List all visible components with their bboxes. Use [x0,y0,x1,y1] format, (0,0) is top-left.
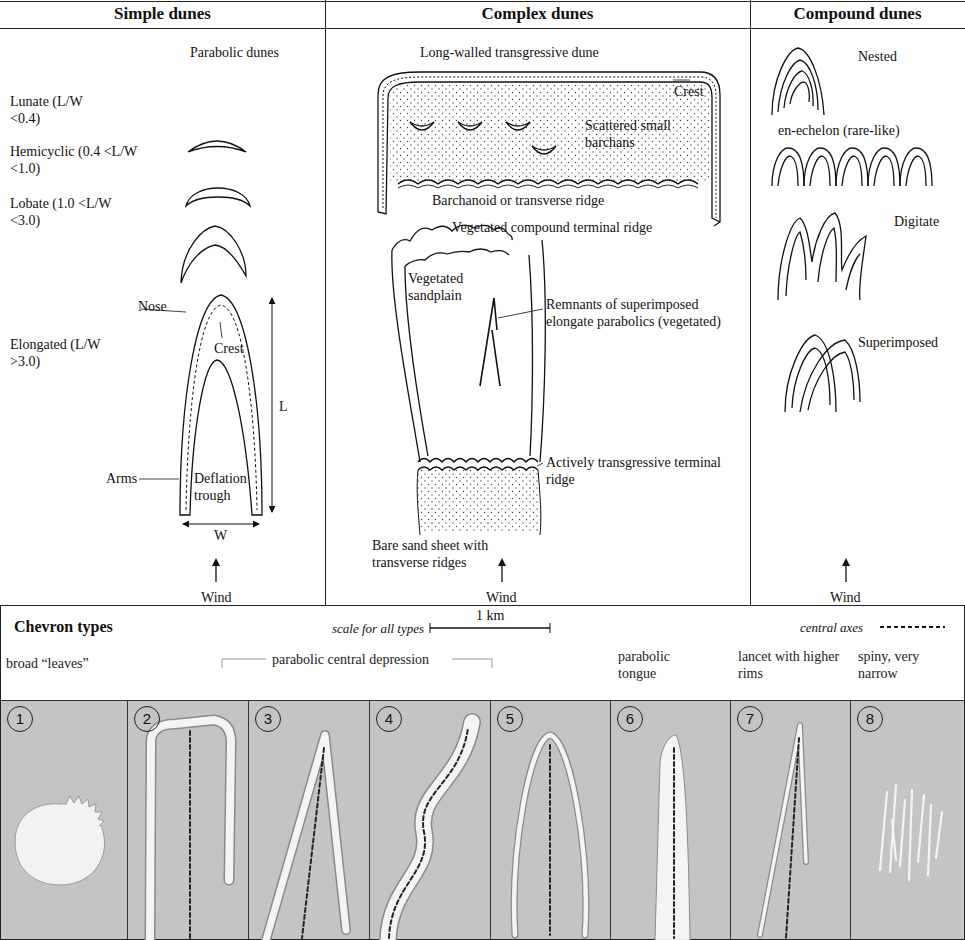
chevron-cell: 3 [248,700,369,940]
column-heading: Complex dunes [482,4,594,24]
callout-number: 3 [255,706,281,732]
part-label: Deflation trough [194,470,264,504]
chevron-cell: 5 [490,700,610,940]
dimension-label: L [279,398,288,415]
part-label: Actively transgressive terminal ridge [546,454,741,488]
chevron-cell: 7 [730,700,850,940]
type-label: Nested [858,48,897,65]
column-panel: Compound dunes [750,0,965,605]
type-label: Lobate (1.0 <L/W <3.0) [10,195,142,229]
callout-number: 8 [857,706,883,732]
type-label: en-echelon (rare-like) [778,122,900,139]
scale-label: scale for all types [332,620,424,637]
column-heading: Compound dunes [793,4,921,24]
type-label: Elongated (L/W >3.0) [10,336,120,370]
legend-text: central axes [800,619,863,636]
callout-number: 1 [7,706,33,732]
type-label: Hemicyclic (0.4 <L/W <1.0) [10,143,142,177]
callout-number: 6 [617,706,643,732]
callout-number: 5 [497,706,523,732]
type-label: Digitate [894,213,939,230]
part-label: Nose [138,298,167,315]
part-label: Arms [106,470,137,487]
panel-title: Chevron types [14,617,113,637]
wind-label: Wind [830,589,861,606]
group-label: broad “leaves” [6,655,89,672]
part-label: Remnants of superimposed elongate parabo… [546,296,741,330]
subtitle: Parabolic dunes [190,44,279,61]
chevron-cell: 8 [850,700,965,940]
dimension-label: W [214,527,227,544]
chevron-cell: 4 [369,700,490,940]
group-label: spiny, very narrow [858,648,958,682]
part-label: Crest [214,340,244,357]
part-label: Vegetated compound terminal ridge [452,219,652,236]
column-heading: Simple dunes [114,4,211,24]
group-label: lancet with higher rims [738,648,846,682]
chevron-cell: 1 [0,700,127,940]
part-label: Vegetated sandplain [408,270,498,304]
subtitle: Long-walled transgressive dune [420,44,599,61]
group-label: parabolic central depression [272,651,429,668]
callout-number: 2 [134,706,160,732]
type-label: Lunate (L/W <0.4) [10,93,102,127]
wind-label: Wind [486,589,517,606]
part-label: Barchanoid or transverse ridge [432,192,604,209]
part-label: Scattered small barchans [585,117,675,151]
callout-number: 7 [737,706,763,732]
wind-label: Wind [201,589,232,606]
part-label: Crest [674,83,704,100]
chevron-cell: 2 [127,700,248,940]
part-label: Bare sand sheet with transverse ridges [372,537,542,571]
type-label: Superimposed [858,334,938,351]
callout-number: 4 [376,706,402,732]
chevron-cell: 6 [610,700,730,940]
group-label: parabolic tongue [618,648,704,682]
scale-value: 1 km [476,607,504,624]
